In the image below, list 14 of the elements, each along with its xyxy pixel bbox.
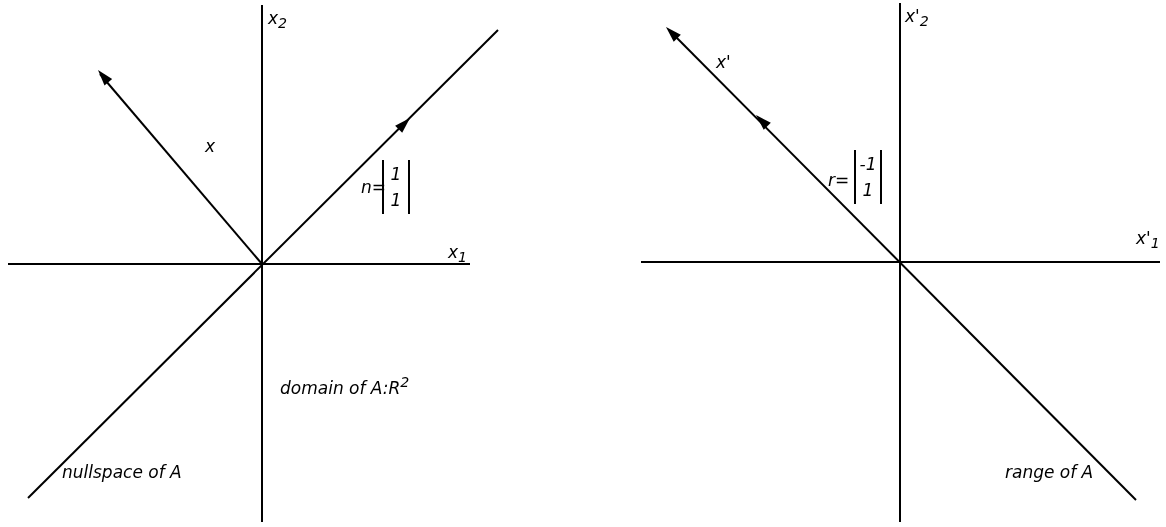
vector-entry: 1 (861, 180, 875, 200)
vector-label: x (205, 136, 216, 156)
axis-label: x$_{1}$ (448, 242, 468, 268)
vector-entry: -1 (858, 154, 878, 174)
subspace-label: range of A (1005, 462, 1094, 482)
axis-label: x'$_{2}$ (905, 6, 929, 32)
vector-label: x' (716, 52, 731, 72)
axis-label: x'$_{1}$ (1136, 228, 1160, 254)
vector-entry: 1 (389, 164, 403, 184)
subspace-label: domain of A:R$^{2}$ (280, 373, 410, 398)
vector-entry: 1 (389, 190, 403, 210)
subspace-label: nullspace of A (62, 462, 182, 482)
vector-label: r= (828, 170, 850, 190)
axis-label: x$_{2}$ (268, 8, 288, 34)
